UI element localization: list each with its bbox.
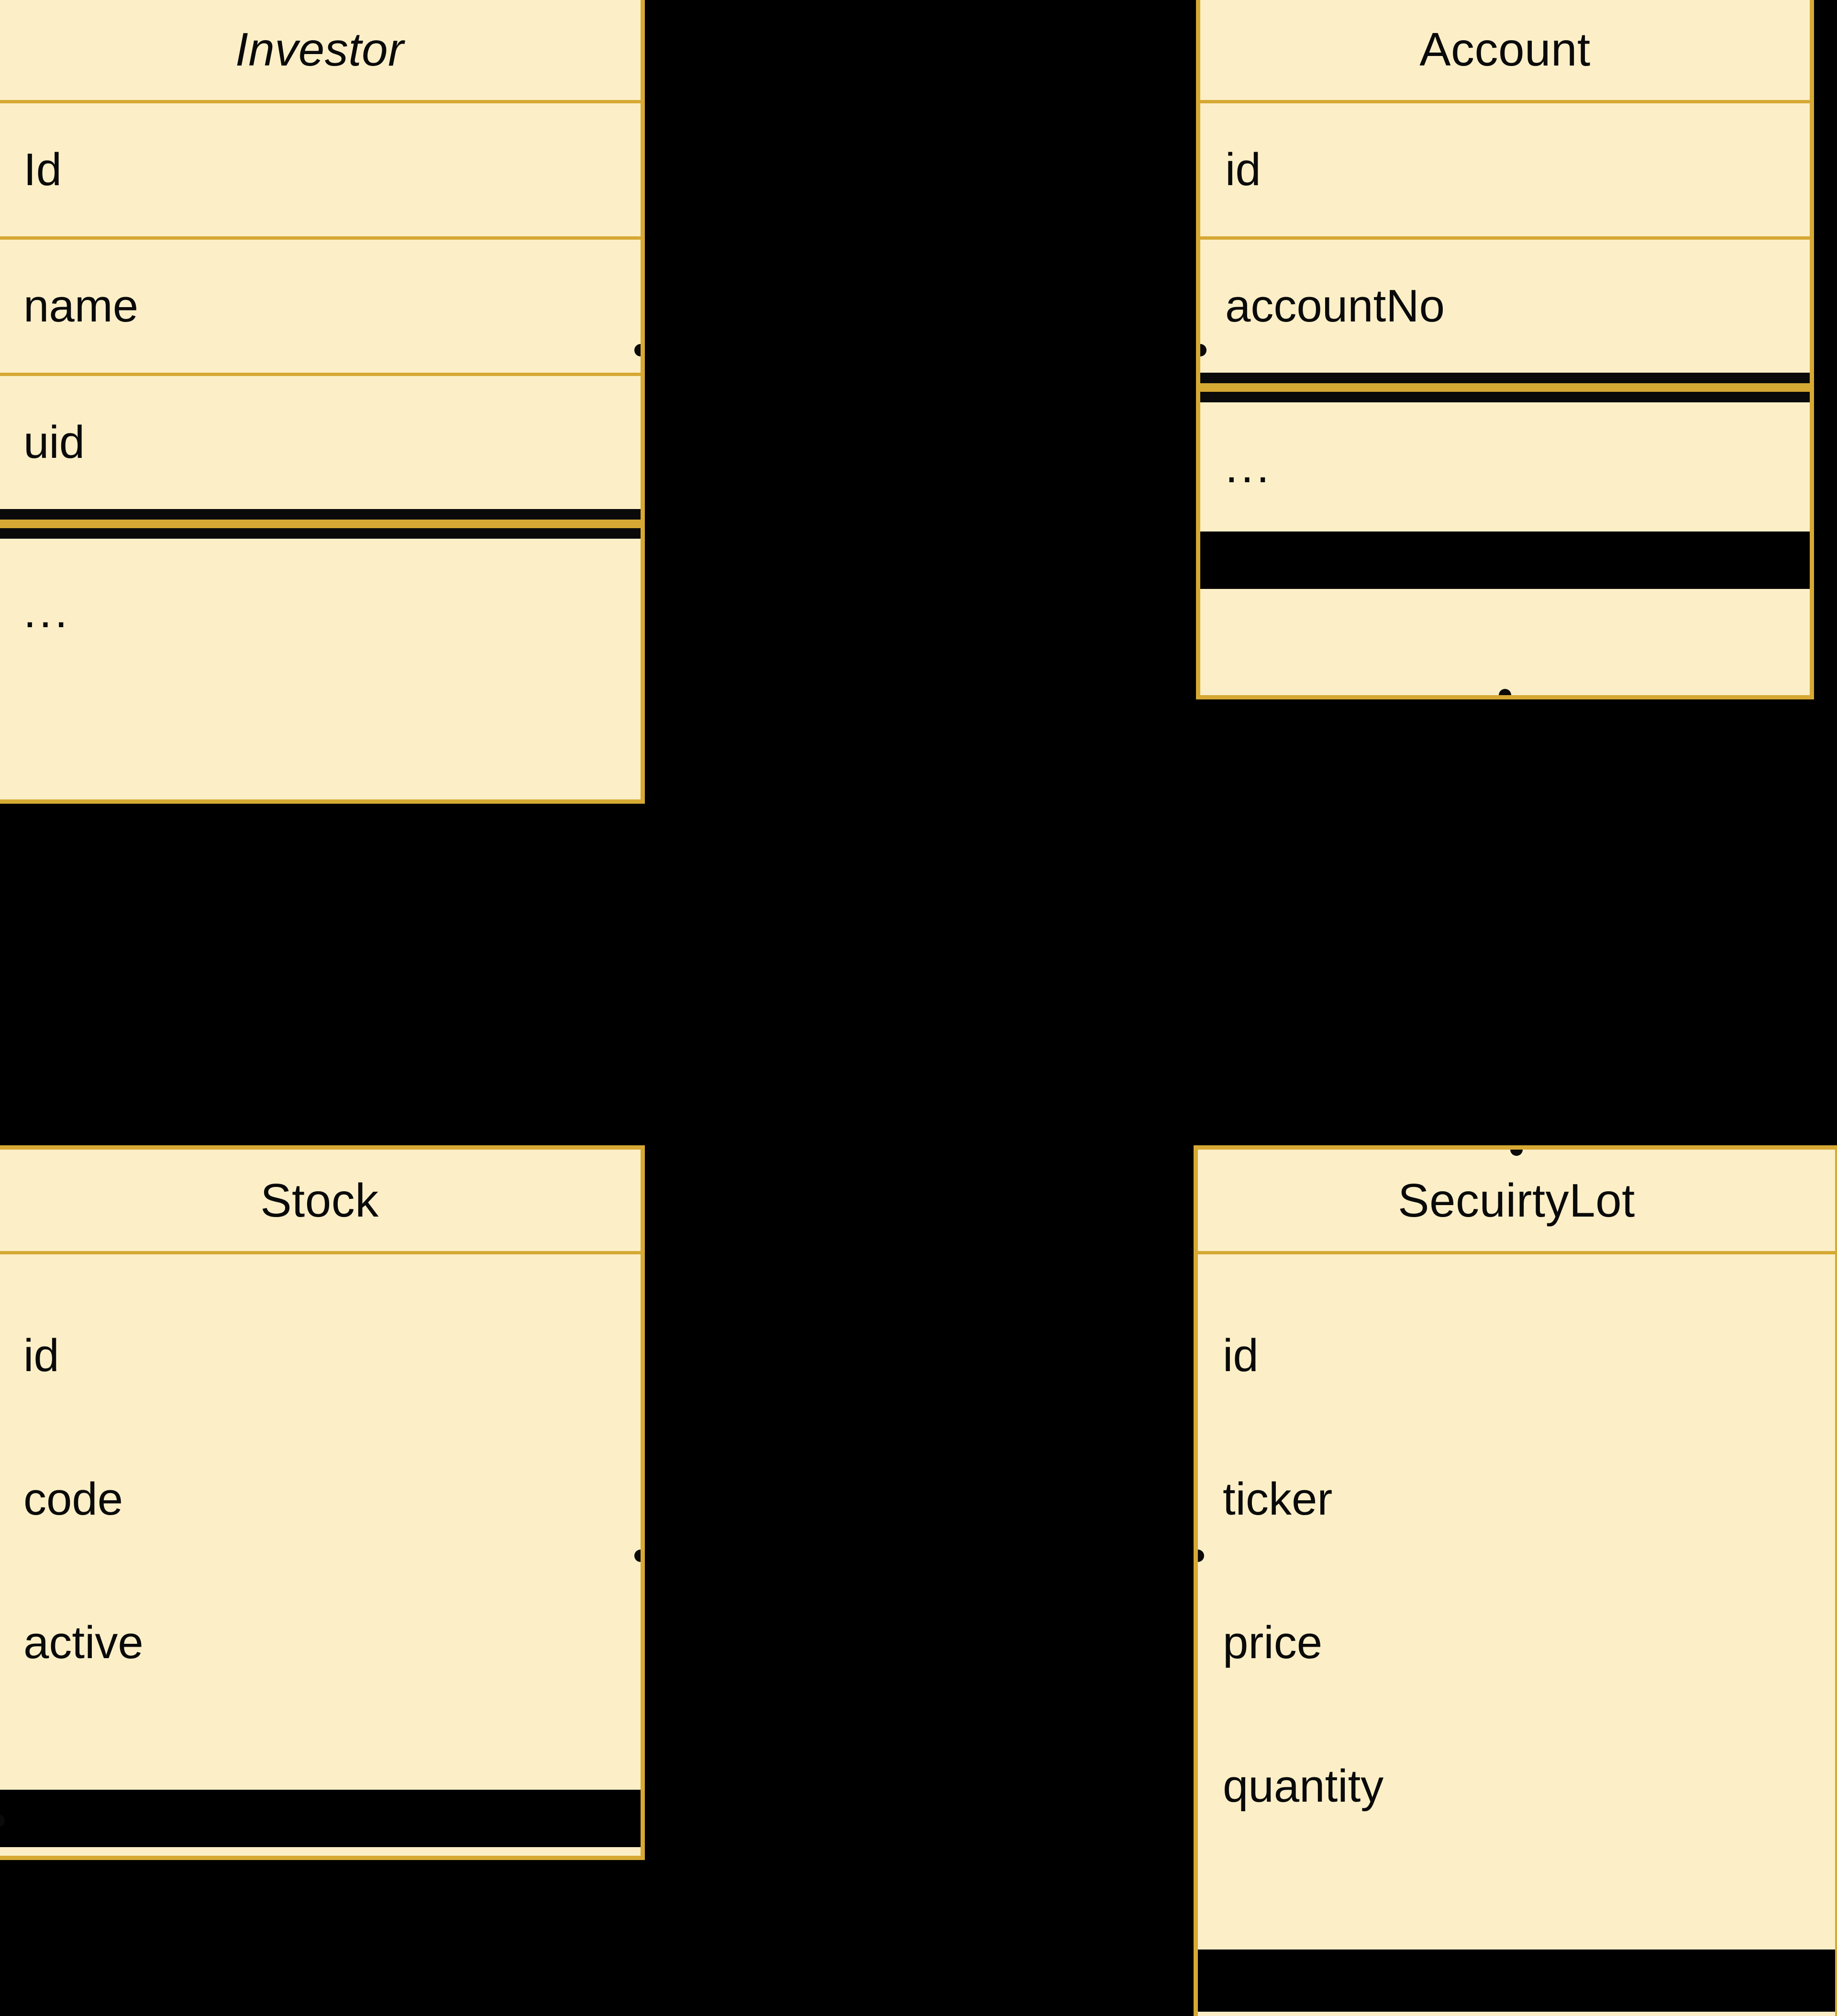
attribute-row: id [1200,100,1810,236]
attribute-row: id [1223,1330,1259,1381]
association-connector-nub[interactable] [634,344,641,356]
attribute-row: code [23,1473,123,1525]
association-connector-nub-left[interactable] [0,1815,5,1827]
attributes-compartment-securitylot: id ticker price quantity [1198,1251,1835,1950]
association-connector-nub[interactable] [1200,344,1206,356]
operations-separator-rule [1200,373,1810,402]
class-title-investor: Investor [0,0,641,100]
association-connector-nub-bottom[interactable] [1499,689,1511,695]
class-title-stock: Stock [0,1150,641,1251]
operations-ellipsis-row: ... [1200,402,1810,532]
association-connector-nub-top[interactable] [1510,1150,1523,1156]
empty-compartment [0,1790,641,1847]
uml-class-account[interactable]: Account id accountNo ... [1196,0,1814,699]
operations-separator-rule [0,509,641,539]
attribute-row: price [1223,1617,1323,1668]
uml-class-investor[interactable]: Investor Id name uid ... [0,0,645,804]
association-connector-nub[interactable] [1198,1550,1204,1562]
association-connector-nub[interactable] [634,1550,641,1562]
class-title-account: Account [1200,0,1810,100]
attribute-row: ticker [1223,1473,1333,1525]
class-title-securitylot: SecuirtyLot [1198,1150,1835,1251]
attribute-row: quantity [1223,1761,1384,1812]
attribute-row: id [23,1330,59,1381]
empty-compartment [1200,532,1810,589]
uml-class-securitylot[interactable]: SecuirtyLot id ticker price quantity [1194,1145,1837,2016]
attributes-compartment-stock: id code active [0,1251,641,1790]
attribute-row: Id [0,100,641,236]
attribute-row: name [0,236,641,373]
attribute-row: accountNo [1200,236,1810,373]
attribute-row: uid [0,373,641,509]
uml-class-stock[interactable]: Stock id code active [0,1145,645,1860]
operations-ellipsis-row: ... [0,539,641,685]
empty-compartment [1198,1950,1835,2012]
attribute-row: active [23,1617,144,1668]
